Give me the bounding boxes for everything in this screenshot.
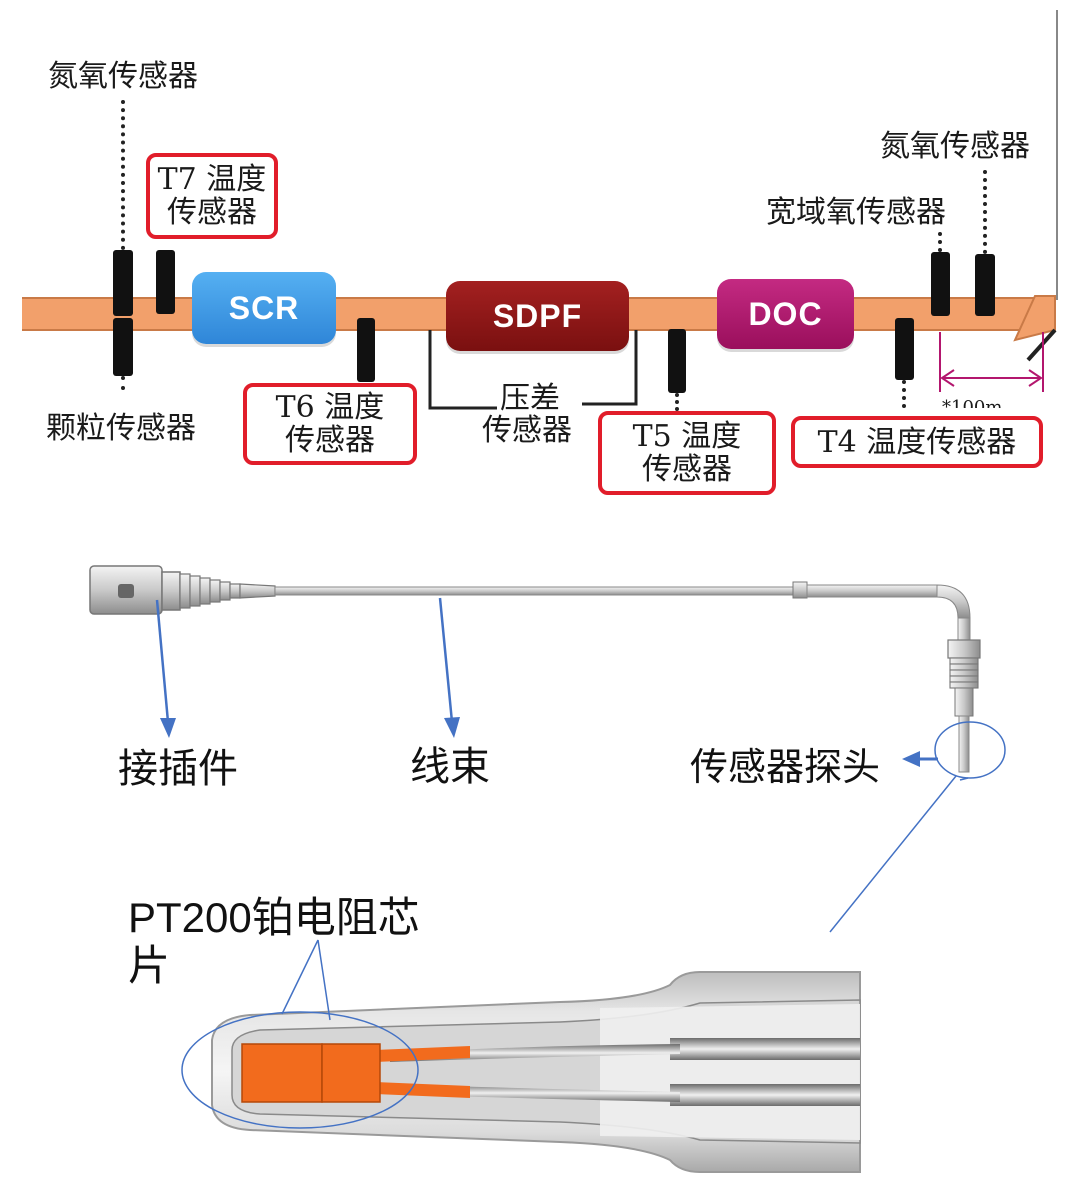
t5-highlight-box: T5 温度 传感器 (598, 411, 776, 495)
t5-sensor-leader (675, 393, 679, 411)
t4-highlight-box: T4 温度传感器 (791, 416, 1043, 468)
nox-sensor-left-leader (121, 100, 125, 250)
chip-label-line1: PT200铂电阻芯 (128, 894, 420, 941)
connector-label: 接插件 (118, 747, 238, 791)
doc-module: DOC (717, 279, 854, 349)
distance-note: *100m (942, 397, 1003, 408)
scr-module: SCR (192, 272, 336, 344)
particle-sensor-leader (121, 376, 125, 390)
nox-sensor-left-label: 氮氧传感器 (48, 59, 198, 94)
t6-label-line1: T6 温度 (275, 390, 385, 425)
t6-sensor (357, 318, 375, 382)
chip-label-line2: 片 (128, 942, 171, 989)
nox-sensor-right-leader (983, 170, 987, 254)
t7-highlight-box: T7 温度 传感器 (146, 153, 278, 239)
particle-sensor-label: 颗粒传感器 (46, 411, 196, 446)
nox-sensor-right (975, 254, 995, 316)
nox-sensor-right-label: 氮氧传感器 (880, 129, 1030, 164)
nox-sensor-left (113, 250, 133, 316)
wide-oxygen-sensor-label: 宽域氧传感器 (766, 195, 946, 230)
wide-oxygen-sensor (931, 252, 950, 316)
pressure-diff-label-line1: 压差 (500, 381, 560, 416)
t7-sensor (156, 250, 175, 314)
t7-label-line1: T7 温度 (157, 162, 267, 197)
t5-label-line1: T5 温度 (632, 419, 742, 454)
sdpf-module: SDPF (446, 281, 629, 351)
pressure-diff-label-line2: 传感器 (482, 413, 572, 448)
t6-highlight-box: T6 温度 传感器 (243, 383, 417, 465)
harness-label: 线束 (410, 745, 490, 789)
t4-sensor (895, 318, 914, 380)
wide-oxygen-leader (938, 232, 942, 252)
particle-sensor (113, 318, 133, 376)
t7-label-line2: 传感器 (167, 195, 257, 230)
t6-label-line2: 传感器 (285, 423, 375, 458)
t4-label: T4 温度传感器 (817, 424, 1017, 460)
probe-label: 传感器探头 (690, 747, 881, 789)
t4-sensor-leader (902, 380, 906, 408)
t5-label-line2: 传感器 (642, 452, 732, 487)
t5-sensor (668, 329, 686, 393)
